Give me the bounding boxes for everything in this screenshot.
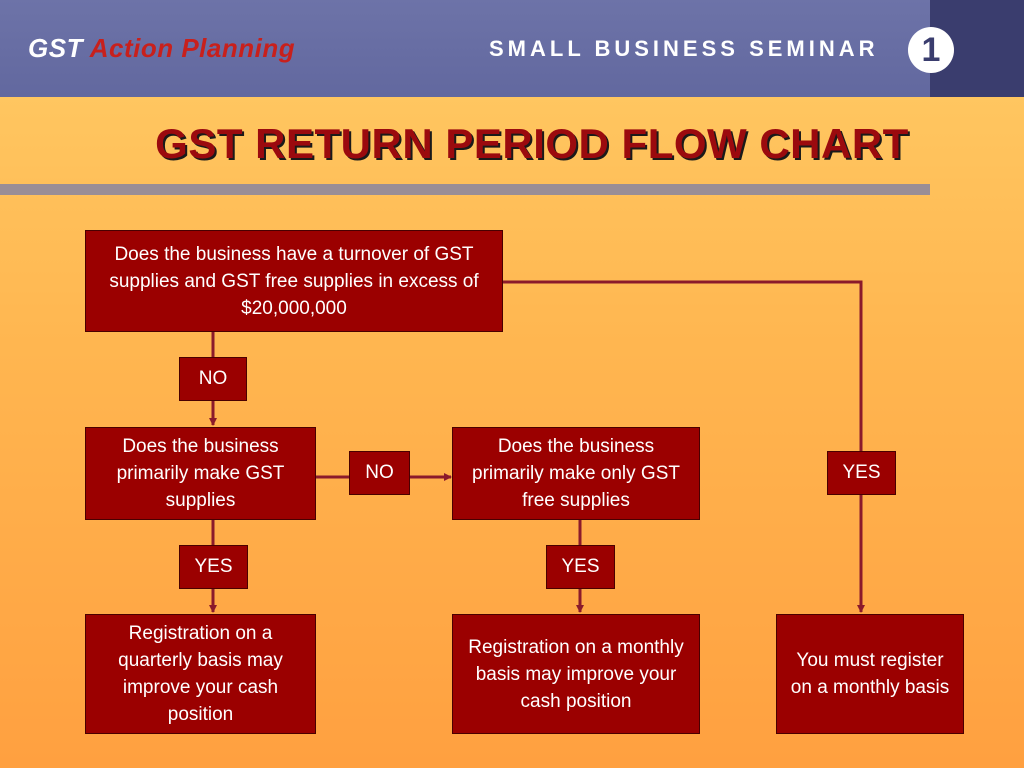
- brand-logo: GST Action Planning: [28, 33, 295, 64]
- result-quarterly-box: Registration on a quarterly basis may im…: [85, 614, 316, 734]
- label-no-gst-supplies: NO: [349, 451, 410, 495]
- header-banner: [0, 0, 930, 97]
- seminar-number-badge: 1: [908, 27, 954, 73]
- title-divider: [0, 184, 930, 195]
- brand-action-planning-text: Action Planning: [89, 33, 296, 63]
- result-monthly-optional-box: Registration on a monthly basis may impr…: [452, 614, 700, 734]
- result-monthly-required-box: You must register on a monthly basis: [776, 614, 964, 734]
- label-yes-turnover: YES: [827, 451, 896, 495]
- label-yes-gst-free: YES: [546, 545, 615, 589]
- question-gst-supplies-box: Does the business primarily make GST sup…: [85, 427, 316, 520]
- page-title: GST RETURN PERIOD FLOW CHART: [155, 120, 909, 167]
- label-no-turnover: NO: [179, 357, 247, 401]
- arrow-turnover-to-must-register: [503, 280, 865, 613]
- question-turnover-box: Does the business have a turnover of GST…: [85, 230, 503, 332]
- question-gst-free-box: Does the business primarily make only GS…: [452, 427, 700, 520]
- label-yes-gst-supplies: YES: [179, 545, 248, 589]
- seminar-title: SMALL BUSINESS SEMINAR: [489, 36, 879, 61]
- brand-gst-text: GST: [28, 33, 83, 63]
